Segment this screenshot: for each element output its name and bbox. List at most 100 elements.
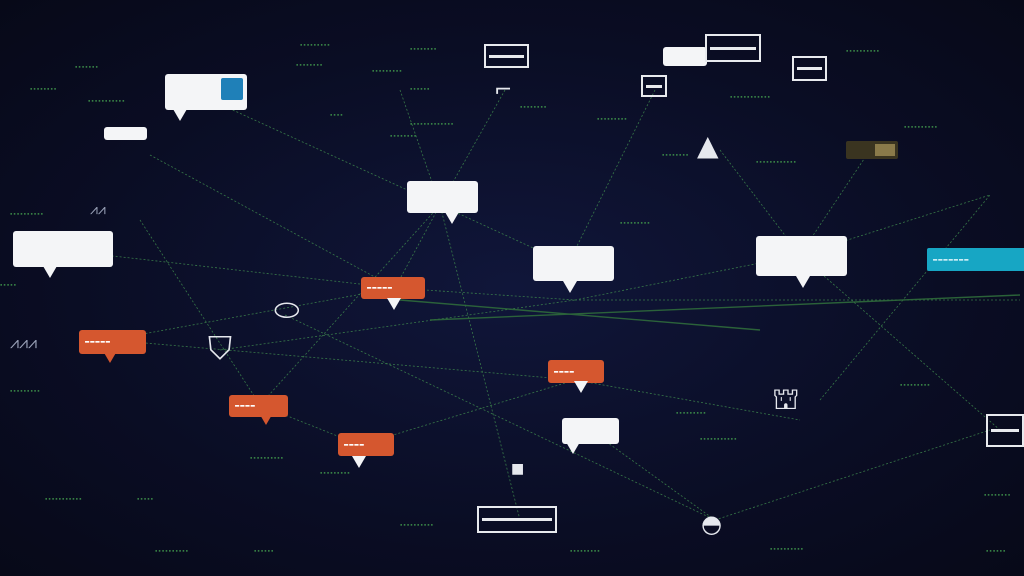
link-line (589, 429, 716, 521)
noise-mark: ▪▪▪▪▪▪▪▪▪▪▪▪ (756, 159, 797, 164)
alert-bubble-icon: ▬▬▬▬▬ (361, 277, 425, 310)
noise-mark: ▪▪▪▪▪▪▪▪▪ (676, 410, 707, 415)
link-line (574, 89, 656, 251)
link-line (284, 314, 716, 521)
noise-mark: ▪▪▪▪▪▪▪▪▪▪ (904, 124, 939, 129)
bubble-tail (387, 298, 401, 310)
chat-bubble-icon (533, 246, 614, 293)
noise-mark: ▪▪▪▪▪▪▪▪▪▪▪ (88, 98, 126, 103)
chat-bubble-icon (104, 127, 147, 140)
building-icon: ⛫ (772, 382, 800, 417)
panel-icon (846, 141, 898, 159)
noise-mark: ▪▪▪▪▪▪▪▪▪▪ (10, 211, 45, 216)
corner-bracket-icon: ⌐ (494, 78, 513, 103)
bubble-lines: ▬▬▬▬▬▬▬ (933, 255, 970, 264)
window-icon (792, 56, 827, 81)
bubble-tail (574, 381, 588, 393)
bubble-lines: ▬▬▬▬ (235, 402, 256, 410)
window-icon (705, 34, 761, 62)
noise-mark: ▪▪▪▪▪▪▪▪ (984, 492, 1012, 497)
alert-bubble-icon: ▬▬▬▬ (548, 360, 604, 393)
chat-bubble-icon (562, 418, 619, 454)
lamp-icon: ▲ (697, 129, 719, 162)
alert-bubble-icon: ▬▬▬▬ (229, 395, 288, 425)
noise-mark: ▪▪▪▪▪▪▪▪▪▪▪ (700, 436, 738, 441)
panel-highlight (875, 144, 895, 156)
noise-mark: ▪▪▪▪▪ (137, 496, 155, 501)
noise-mark: ▪▪▪▪▪▪▪▪▪ (372, 68, 403, 73)
link-line (394, 204, 441, 289)
noise-mark: ▪▪▪▪▪▪▪▪▪ (10, 388, 41, 393)
shield-icon: ⬭ (274, 293, 300, 328)
noise-mark: ▪▪▪▪▪▪▪▪▪▪▪ (45, 496, 83, 501)
window-icon (986, 414, 1024, 447)
link-line (199, 94, 441, 206)
alert-bubble-icon: ▬▬▬▬▬ (79, 330, 146, 363)
noise-mark: ▪▪▪▪▪▪▪▪ (30, 86, 58, 91)
noise-mark: ▪▪▪▪▪ (0, 282, 18, 287)
window-icon (477, 506, 557, 533)
chat-bubble-icon (165, 74, 247, 121)
noise-mark: ▪▪▪▪▪▪▪▪▪▪ (250, 455, 285, 460)
bubble-tail (173, 109, 187, 121)
noise-mark: ▪▪▪▪▪▪ (254, 548, 275, 553)
window-icon (663, 47, 707, 66)
noise-mark: ▪▪▪▪▪▪▪ (75, 64, 99, 69)
small-square-icon: ■ (511, 461, 525, 477)
noise-mark: ▪▪▪▪▪▪▪▪▪▪▪▪▪ (410, 121, 455, 126)
window-icon (641, 75, 667, 97)
chat-bubble-icon (407, 181, 478, 224)
bubble-tail (445, 212, 459, 224)
chat-bubble-icon (756, 236, 847, 288)
window-icon (484, 44, 529, 68)
bubble-lines: ▬▬▬▬▬ (85, 338, 112, 346)
noise-mark: ▪▪▪▪▪▪ (986, 548, 1007, 553)
noise-mark: ▪▪▪▪▪▪▪▪▪▪ (400, 522, 435, 527)
noise-mark: ▪▪▪▪▪▪▪▪▪▪ (770, 546, 805, 551)
wave-mark-icon: ⩘⩘ (90, 202, 106, 218)
bubble-tail (103, 351, 117, 363)
link-line (819, 194, 991, 401)
noise-mark: ▪▪▪▪▪▪▪▪ (662, 152, 690, 157)
dome-icon: ◓ (701, 510, 722, 538)
chat-bubble-icon (13, 231, 113, 278)
noise-mark: ▪▪▪▪▪▪▪▪ (410, 46, 438, 51)
shield-icon: ⛉ (208, 329, 233, 367)
link-line (59, 249, 396, 289)
link-line-strong (429, 294, 1021, 321)
bubble-lines: ▬▬▬▬▬ (367, 284, 394, 292)
link-line (439, 204, 521, 521)
noise-mark: ▪▪▪▪▪▪▪▪ (520, 104, 548, 109)
noise-mark: ▪▪▪▪▪▪▪▪▪ (570, 548, 601, 553)
link-line (109, 339, 576, 381)
link-line (714, 429, 991, 521)
alert-bubble-icon: ▬▬▬▬ (338, 433, 394, 468)
link-line (149, 154, 396, 289)
noise-mark: ▪▪▪▪▪▪ (410, 86, 431, 91)
wave-mark-icon: ⩘⩘⩘ (10, 333, 38, 352)
status-bar-icon: ▬▬▬▬▬▬▬ (927, 248, 1024, 271)
noise-mark: ▪▪▪▪▪▪▪▪▪▪ (155, 548, 190, 553)
noise-mark: ▪▪▪▪▪▪▪▪▪ (597, 116, 628, 121)
noise-mark: ▪▪▪▪▪▪▪▪▪▪ (846, 48, 881, 53)
bubble-lines: ▬▬▬▬ (554, 367, 575, 376)
noise-mark: ▪▪▪▪▪▪▪▪ (296, 62, 324, 67)
chat-screen-inset (221, 78, 243, 100)
bubble-tail (352, 456, 366, 468)
noise-mark: ▪▪▪▪▪▪▪▪▪ (900, 382, 931, 387)
link-line-strong (399, 299, 761, 331)
link-line (139, 219, 261, 406)
noise-mark: ▪▪▪▪▪▪▪▪▪ (320, 470, 351, 475)
noise-mark: ▪▪▪▪▪▪▪▪▪▪▪▪ (730, 94, 771, 99)
bubble-tail (563, 281, 577, 293)
link-line (109, 287, 396, 341)
link-line (799, 254, 1001, 431)
noise-mark: ▪▪▪▪▪▪▪▪▪ (300, 42, 331, 47)
bubble-tail (259, 413, 273, 425)
bubble-tail (796, 276, 810, 288)
bubble-tail (566, 442, 580, 454)
bubble-tail (43, 266, 57, 278)
noise-mark: ▪▪▪▪ (330, 112, 344, 117)
noise-mark: ▪▪▪▪▪▪▪▪ (390, 133, 418, 138)
